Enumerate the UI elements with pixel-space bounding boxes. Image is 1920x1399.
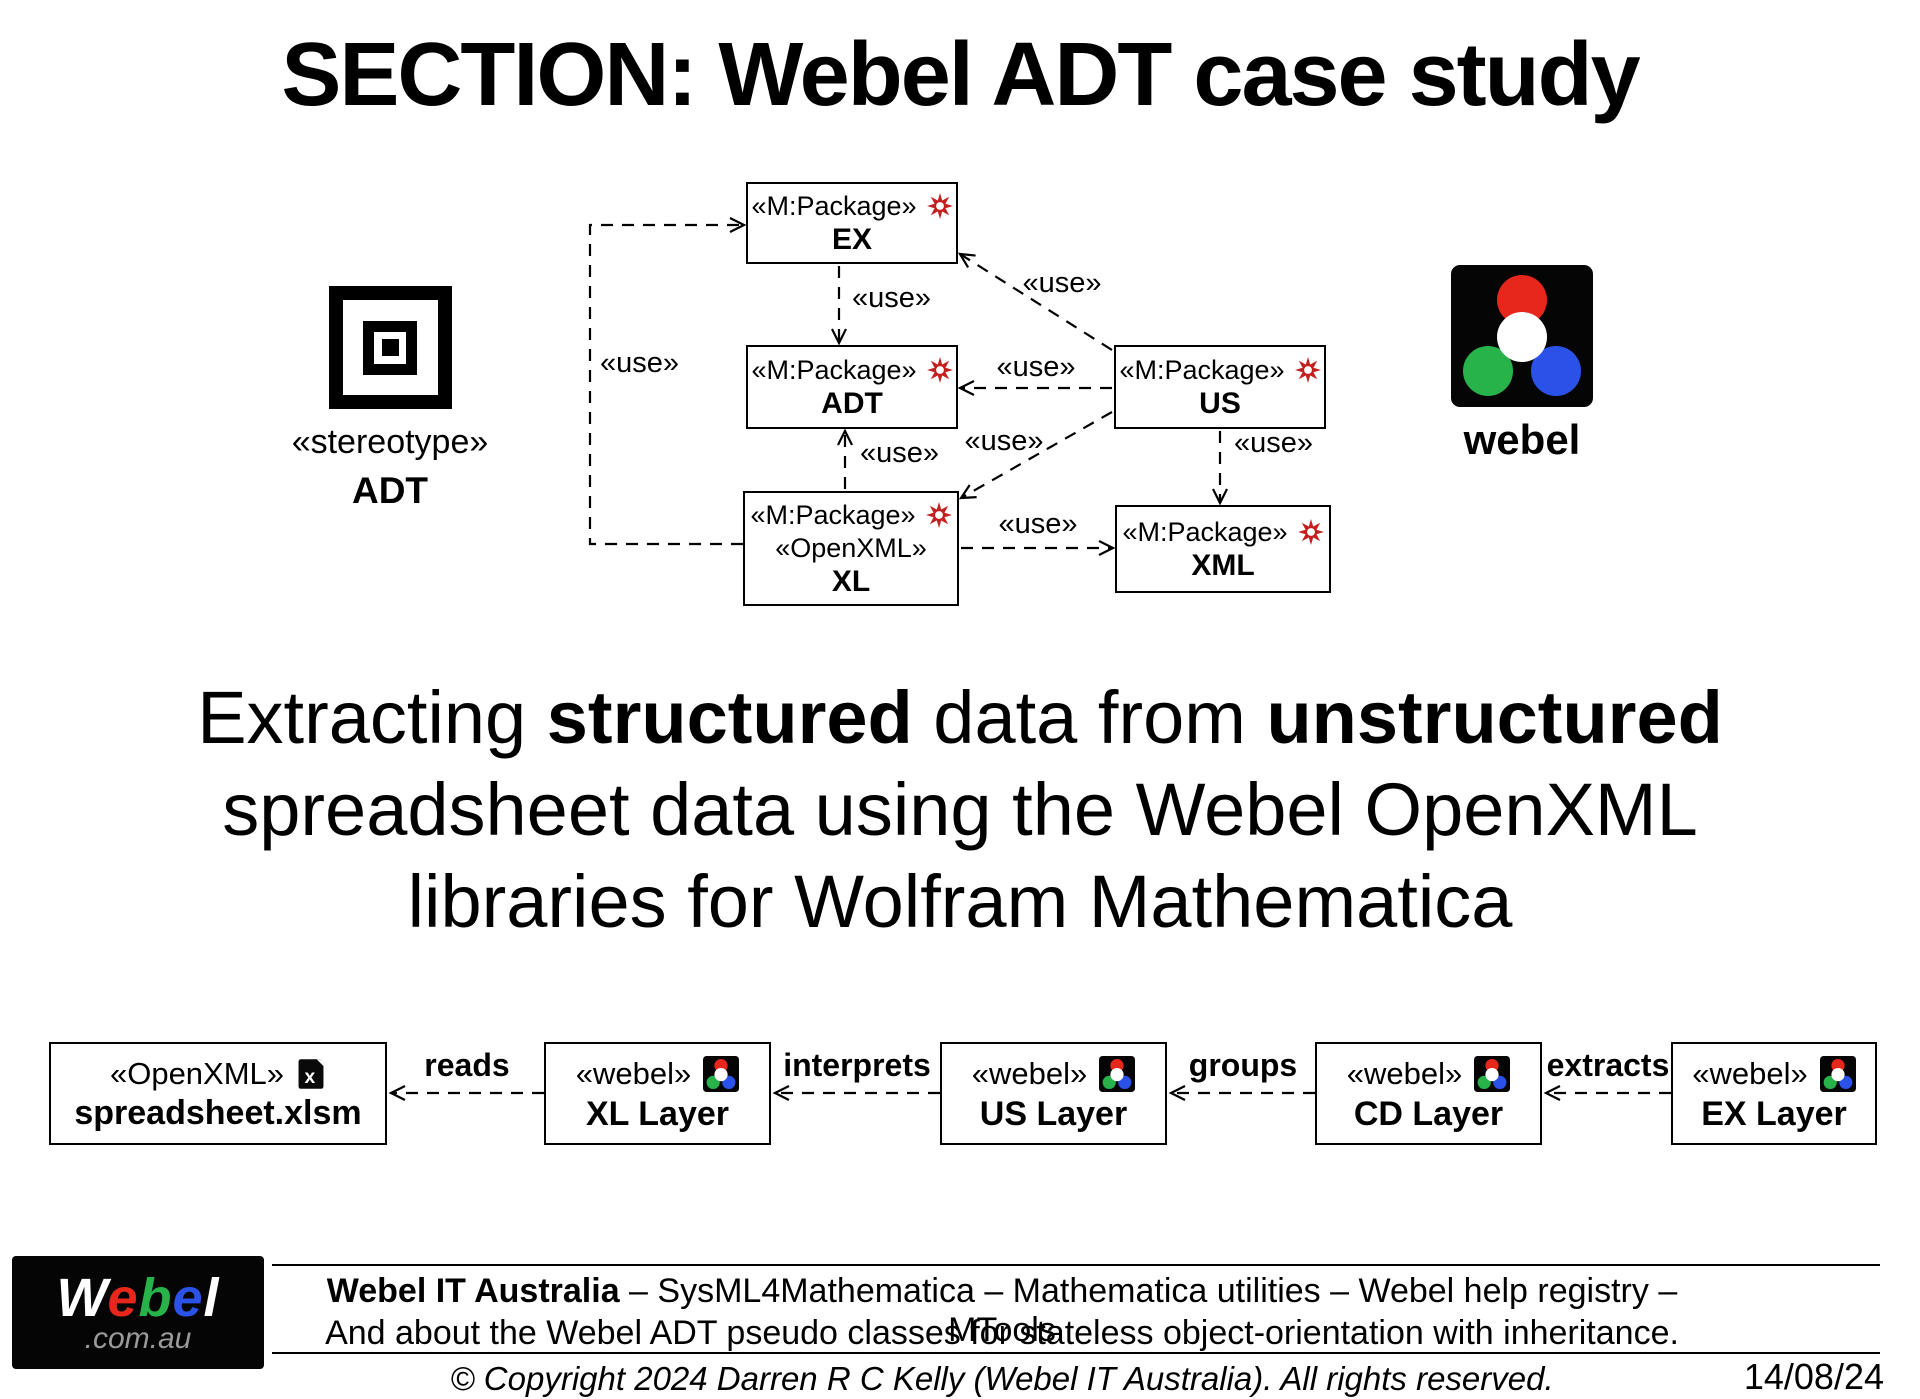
dep-xl-to-ex (588, 217, 747, 546)
package-us: «M:Package» US (1114, 345, 1326, 429)
package-ex: «M:Package» EX (746, 182, 958, 264)
dep-us-to-ex (957, 252, 1113, 351)
mathematica-rosette-icon (926, 192, 953, 219)
webel-dots-icon (1099, 1055, 1136, 1092)
tagline-segment: Extracting (197, 676, 547, 759)
use-label: «use» (860, 437, 939, 469)
pipeline-box-stereotype: «webel» (1346, 1055, 1463, 1091)
tagline-line-2: spreadsheet data using the Webel OpenXML (222, 768, 1698, 851)
pipeline-box-stereotype: «webel» (1692, 1055, 1808, 1091)
pipeline-box-name: US Layer (979, 1094, 1128, 1133)
pipeline-box-spreadsheet: «OpenXML» x spreadsheet.xlsm (49, 1042, 387, 1145)
adt-stereotype-icon (328, 286, 452, 409)
dep-us-to-xl (958, 411, 1113, 500)
pipeline-link-label: extracts (1547, 1047, 1670, 1083)
webel-logo-icon (1451, 265, 1593, 407)
package-stereotype: «M:Package» (751, 190, 917, 221)
pipeline-box-name: spreadsheet.xlsm (74, 1093, 362, 1132)
mathematica-rosette-icon (926, 356, 953, 383)
use-label: «use» (1022, 267, 1101, 299)
logo-letter: e (107, 1267, 139, 1328)
pipeline-link-label: reads (424, 1047, 509, 1083)
pipeline-box-xl-layer: «webel» XL Layer (544, 1042, 771, 1145)
webel-dots-icon (1474, 1055, 1511, 1092)
mathematica-rosette-icon (925, 501, 952, 528)
mathematica-rosette-icon (1294, 356, 1321, 383)
use-label: «use» (1234, 427, 1313, 459)
slide-date: 14/08/24 (1743, 1356, 1884, 1397)
package-stereotype: «M:Package» (1122, 516, 1288, 547)
svg-text:x: x (305, 1067, 316, 1088)
package-stereotype: «M:Package» (751, 354, 917, 385)
package-xl: «M:Package» «OpenXML» XL (743, 491, 959, 606)
package-stereotype: «M:Package» (1119, 354, 1285, 385)
stereotype-keyword: «stereotype» (291, 423, 489, 461)
pipeline-box-name: XL Layer (585, 1094, 729, 1133)
pipeline-box-stereotype: «OpenXML» (109, 1055, 285, 1091)
tagline-segment: data from (912, 676, 1267, 759)
tagline-segment-bold: unstructured (1266, 676, 1723, 759)
footer-company: Webel IT Australia (326, 1272, 620, 1310)
pipeline-box-stereotype: «webel» (971, 1055, 1088, 1091)
pipeline-box-ex-layer: «webel» EX Layer (1671, 1042, 1877, 1145)
use-label: «use» (996, 351, 1075, 383)
pipeline-box-name: EX Layer (1701, 1094, 1847, 1133)
pipeline-link-label: groups (1189, 1047, 1297, 1083)
slide-title: SECTION: Webel ADT case study (281, 25, 1640, 125)
logo-letter: l (203, 1267, 220, 1328)
webel-dots-icon (703, 1055, 740, 1092)
footer-products: – SysML4Mathematica – Mathematica utilit… (619, 1272, 1678, 1349)
adt-stereotype-icon-core (381, 339, 399, 356)
webel-footer-logo-text: Webel (56, 1271, 219, 1325)
use-label: «use» (600, 347, 679, 379)
stereotype-name: ADT (351, 470, 429, 511)
logo-letter: W (56, 1267, 108, 1328)
footer-line-1: Webel IT Australia – SysML4Mathematica –… (272, 1272, 1732, 1350)
package-stereotype: «M:Package» (750, 499, 916, 530)
package-adt: «M:Package» ADT (746, 345, 958, 429)
use-label: «use» (964, 425, 1043, 457)
package-stereotype-2: «OpenXML» (775, 532, 927, 563)
tagline: Extracting structured data from unstruct… (0, 672, 1920, 948)
webel-logo-block: webel (1432, 265, 1612, 464)
mathematica-rosette-icon (1297, 518, 1324, 545)
package-name: ADT (821, 386, 883, 420)
tagline-line-3: libraries for Wolfram Mathematica (407, 860, 1513, 943)
use-label: «use» (998, 508, 1077, 540)
tagline-line-1: Extracting structured data from unstruct… (0, 672, 1920, 764)
pipeline-box-name: CD Layer (1353, 1094, 1504, 1133)
package-name: US (1199, 386, 1241, 420)
webel-footer-logo: Webel .com.au (12, 1256, 264, 1369)
footer-divider-bottom (272, 1352, 1880, 1354)
excel-file-icon: x (298, 1058, 324, 1089)
webel-footer-logo-domain: .com.au (84, 1321, 192, 1355)
adt-stereotype-block: «stereotype» ADT (258, 286, 522, 512)
package-name: XL (831, 564, 871, 598)
webel-logo-label: webel (1463, 416, 1581, 463)
pipeline-link-label: interprets (783, 1047, 931, 1083)
logo-letter: b (138, 1267, 173, 1328)
package-name: EX (831, 222, 873, 256)
pipeline-box-us-layer: «webel» US Layer (940, 1042, 1167, 1145)
footer-copyright: © Copyright 2024 Darren R C Kelly (Webel… (450, 1360, 1554, 1397)
use-label: «use» (852, 282, 931, 314)
tagline-segment-bold: structured (546, 676, 913, 759)
logo-letter: e (172, 1267, 204, 1328)
package-name: XML (1191, 548, 1255, 582)
pipeline-box-cd-layer: «webel» CD Layer (1315, 1042, 1542, 1145)
footer-line-2: And about the Webel ADT pseudo classes f… (325, 1314, 1679, 1352)
adt-stereotype-icon-inner (363, 320, 417, 375)
package-xml: «M:Package» XML (1115, 505, 1331, 593)
webel-dots-icon (1819, 1055, 1856, 1092)
pipeline-box-stereotype: «webel» (575, 1055, 692, 1091)
footer-divider-top (272, 1264, 1880, 1266)
